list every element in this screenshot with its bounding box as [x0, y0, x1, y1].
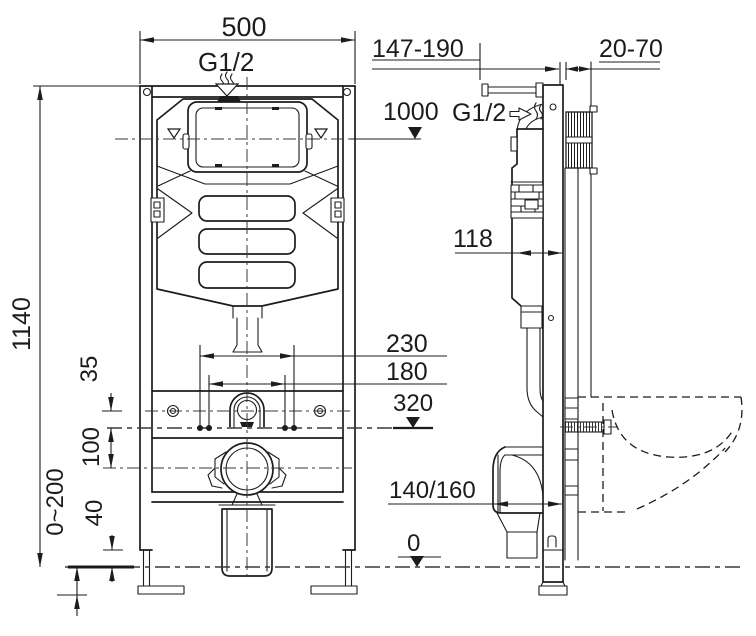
window-tab-left: [182, 133, 190, 150]
foot-plate-right: [310, 585, 358, 595]
dim-foot-height: 40: [81, 500, 123, 582]
dimensions: 500 G1/2 1140 35 100 40: [8, 12, 663, 616]
inlet-fitting-front: [214, 71, 241, 102]
stud-level-marker: 320: [393, 390, 433, 430]
label-floor-level: 0: [407, 530, 420, 557]
cistern-button: [510, 136, 518, 152]
plate-hole: [547, 314, 555, 322]
dim-wall-bracket-range: 147-190: [372, 35, 561, 84]
label-stud-level: 320: [393, 390, 433, 417]
datum-lines: [65, 77, 742, 578]
window-clip-icon: [215, 164, 222, 167]
side-bracket-left: [150, 197, 165, 223]
water-level-icon: [313, 128, 329, 140]
dim-wall-bracket-range-label: 147-190: [372, 35, 464, 63]
level-marker-icon: [408, 127, 422, 139]
label-inlet-side: G1/2: [452, 99, 506, 127]
toilet-bowl-outline: [578, 396, 743, 513]
window-clip-icon: [272, 164, 279, 167]
frame-plate-side: [538, 84, 568, 596]
wall-bracket-rod: [481, 82, 544, 98]
tile-flange: [589, 167, 598, 175]
dim-cistern-depth-label: 118: [453, 225, 493, 253]
flow-arrow-right-icon: [509, 107, 532, 121]
dim-foot-height-label: 40: [81, 500, 108, 527]
dim-wall-clearance-label: 20-70: [599, 35, 663, 63]
plate-notch: [547, 535, 557, 548]
cistern-side: [510, 103, 544, 418]
flush-valve-block: [510, 184, 544, 219]
rear-rail-strip: [564, 167, 579, 561]
dim-inlet-to-drain: 100: [78, 427, 114, 468]
side-bracket-right: [330, 197, 345, 223]
water-level-marker: 1000 G1/2: [350, 98, 544, 140]
level-marker-icon: [406, 417, 420, 428]
screw-hole-top-right: [342, 87, 352, 97]
dim-fixing-span-outer: 230: [199, 330, 447, 428]
front-view: [137, 71, 358, 595]
plate-hole: [549, 103, 557, 111]
dim-fixing-span-inner: 180: [208, 358, 447, 428]
dim-width-top-label: 500: [221, 12, 266, 42]
level-marker-icon: [410, 556, 424, 567]
screw-hole-top-left: [142, 87, 152, 97]
dim-width-top: 500: [139, 12, 356, 84]
dim-wall-clearance: 20-70: [565, 35, 663, 80]
dim-inlet-offset: 35: [76, 356, 122, 412]
window-clip-icon: [272, 107, 279, 110]
water-level-icon: [166, 128, 182, 140]
dim-fixing-span-outer-label: 230: [386, 330, 428, 358]
dim-leg-adjustment-label: 0~200: [42, 468, 69, 535]
foot-plate-left: [137, 585, 185, 595]
side-view: [481, 61, 743, 596]
flush-pipe-socket: [520, 305, 543, 329]
window-clip-icon: [215, 107, 222, 110]
inlet-connector: [217, 96, 241, 102]
water-flow-icon: [533, 102, 544, 120]
wall-section: [565, 61, 598, 398]
flow-arrow-down-icon: [214, 83, 240, 97]
plate-foot: [538, 585, 568, 596]
dim-inlet-offset-label: 35: [76, 356, 103, 383]
window-tab-right: [305, 133, 313, 150]
drain-elbow-side: [492, 446, 544, 559]
label-water-level: 1000: [383, 98, 439, 126]
dim-drain-outlet-depth: 140/160: [388, 477, 562, 507]
dim-drain-outlet-depth-label: 140/160: [389, 477, 476, 504]
dim-overall-height: 1140: [8, 85, 140, 567]
dim-leg-adjustment: 0~200: [42, 468, 87, 616]
bowl-mounting: [560, 397, 618, 496]
dim-fixing-span-inner-label: 180: [386, 358, 428, 386]
label-inlet-front: G1/2: [198, 47, 254, 77]
drain-assembly-front: [207, 442, 287, 577]
tile-flange: [589, 105, 598, 113]
dim-overall-height-label: 1140: [8, 297, 36, 351]
dim-cistern-depth: 118: [453, 225, 562, 256]
floor-level-marker: 0: [398, 530, 441, 567]
dim-inlet-to-drain-label: 100: [78, 427, 105, 467]
frame-legs: [137, 549, 358, 595]
